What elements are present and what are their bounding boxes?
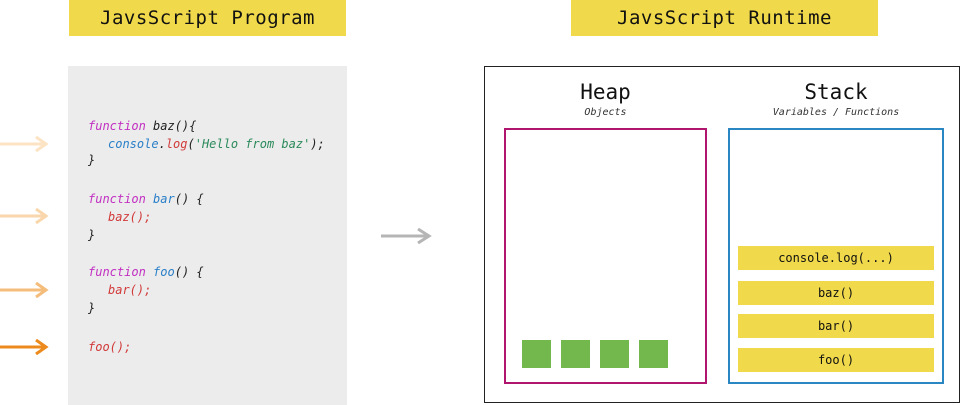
heap-object [600, 340, 629, 368]
stack-subtitle: Variables / Functions [772, 107, 900, 118]
execution-arrow-bar-icon [0, 208, 49, 224]
stack-frame-baz: baz() [738, 281, 934, 305]
execution-arrow-call-icon [0, 339, 49, 355]
code-line-call: foo(); [88, 340, 132, 354]
code-line-bar-end: } [88, 228, 96, 242]
stack-frame-console-log: console.log(...) [738, 246, 934, 270]
function-signature: () { [174, 192, 204, 206]
code-line-foo-decl: function foo() { [88, 265, 204, 279]
heap-title: Heap [580, 80, 631, 104]
code-line-bar-decl: function bar() { [88, 192, 204, 206]
heap-region [504, 128, 707, 384]
function-name-bar: bar [153, 192, 175, 206]
function-signature: () { [174, 265, 204, 279]
keyword-function: function [88, 192, 146, 206]
execution-arrow-baz-icon [0, 136, 49, 152]
code-line-baz-end: } [88, 153, 96, 167]
code-method: log [165, 137, 188, 151]
code-string: 'Hello from baz' [194, 137, 311, 151]
heap-object [561, 340, 590, 368]
stack-frame-foo: foo() [738, 348, 934, 372]
code-paren-open: ( [187, 137, 195, 151]
code-panel [68, 66, 347, 405]
code-line-bar-body: baz(); [108, 210, 152, 224]
code-line-baz-body: console.log('Hello from baz'); [108, 137, 325, 151]
flow-arrow-icon [381, 228, 432, 244]
stack-frame-bar: bar() [738, 314, 934, 338]
stack-region [728, 128, 944, 384]
heap-subtitle: Objects [584, 107, 627, 118]
code-object: console [108, 137, 159, 151]
code-dot: . [158, 137, 166, 151]
code-paren-close: ); [310, 137, 325, 151]
heap-object [639, 340, 668, 368]
execution-arrow-foo-icon [0, 282, 49, 298]
keyword-function: function [88, 119, 146, 133]
runtime-title: JavsScript Runtime [571, 0, 878, 36]
stack-title: Stack [804, 80, 868, 104]
code-line-foo-body: bar(); [108, 283, 152, 297]
heap-object [522, 340, 551, 368]
function-name-foo: foo [153, 265, 175, 279]
code-line-baz-decl: function baz(){ [88, 119, 196, 133]
program-title: JavsScript Program [69, 0, 346, 36]
function-signature: baz(){ [145, 119, 197, 133]
code-line-foo-end: } [88, 301, 96, 315]
keyword-function: function [88, 265, 146, 279]
